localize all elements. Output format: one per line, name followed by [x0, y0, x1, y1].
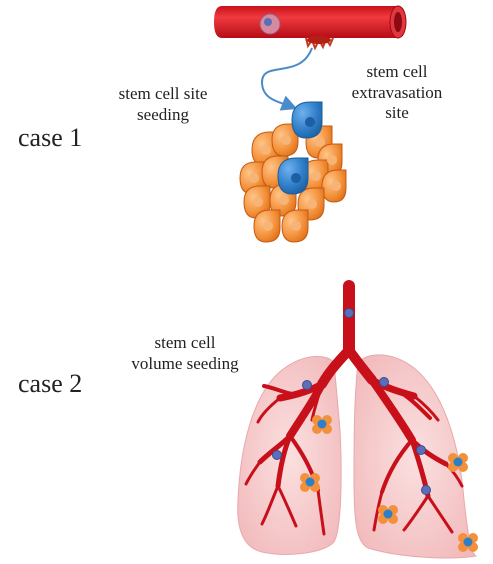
site-seeding-label: stem cell site seeding [100, 84, 226, 125]
embedded-stem-cell-icon [278, 158, 308, 194]
circulating-stem-cell-icon [260, 14, 280, 34]
case-1-label: case 1 [18, 122, 82, 154]
blood-vessel-icon [214, 6, 406, 38]
extravasation-site-label: stem cell extravasation site [338, 62, 456, 124]
seeding-stem-cell-icon [292, 102, 322, 138]
case-2-label: case 2 [18, 368, 82, 400]
extravasation-site-icon [306, 36, 333, 48]
migration-arrow-icon [262, 48, 312, 106]
volume-seeding-label: stem cell volume seeding [120, 333, 250, 374]
